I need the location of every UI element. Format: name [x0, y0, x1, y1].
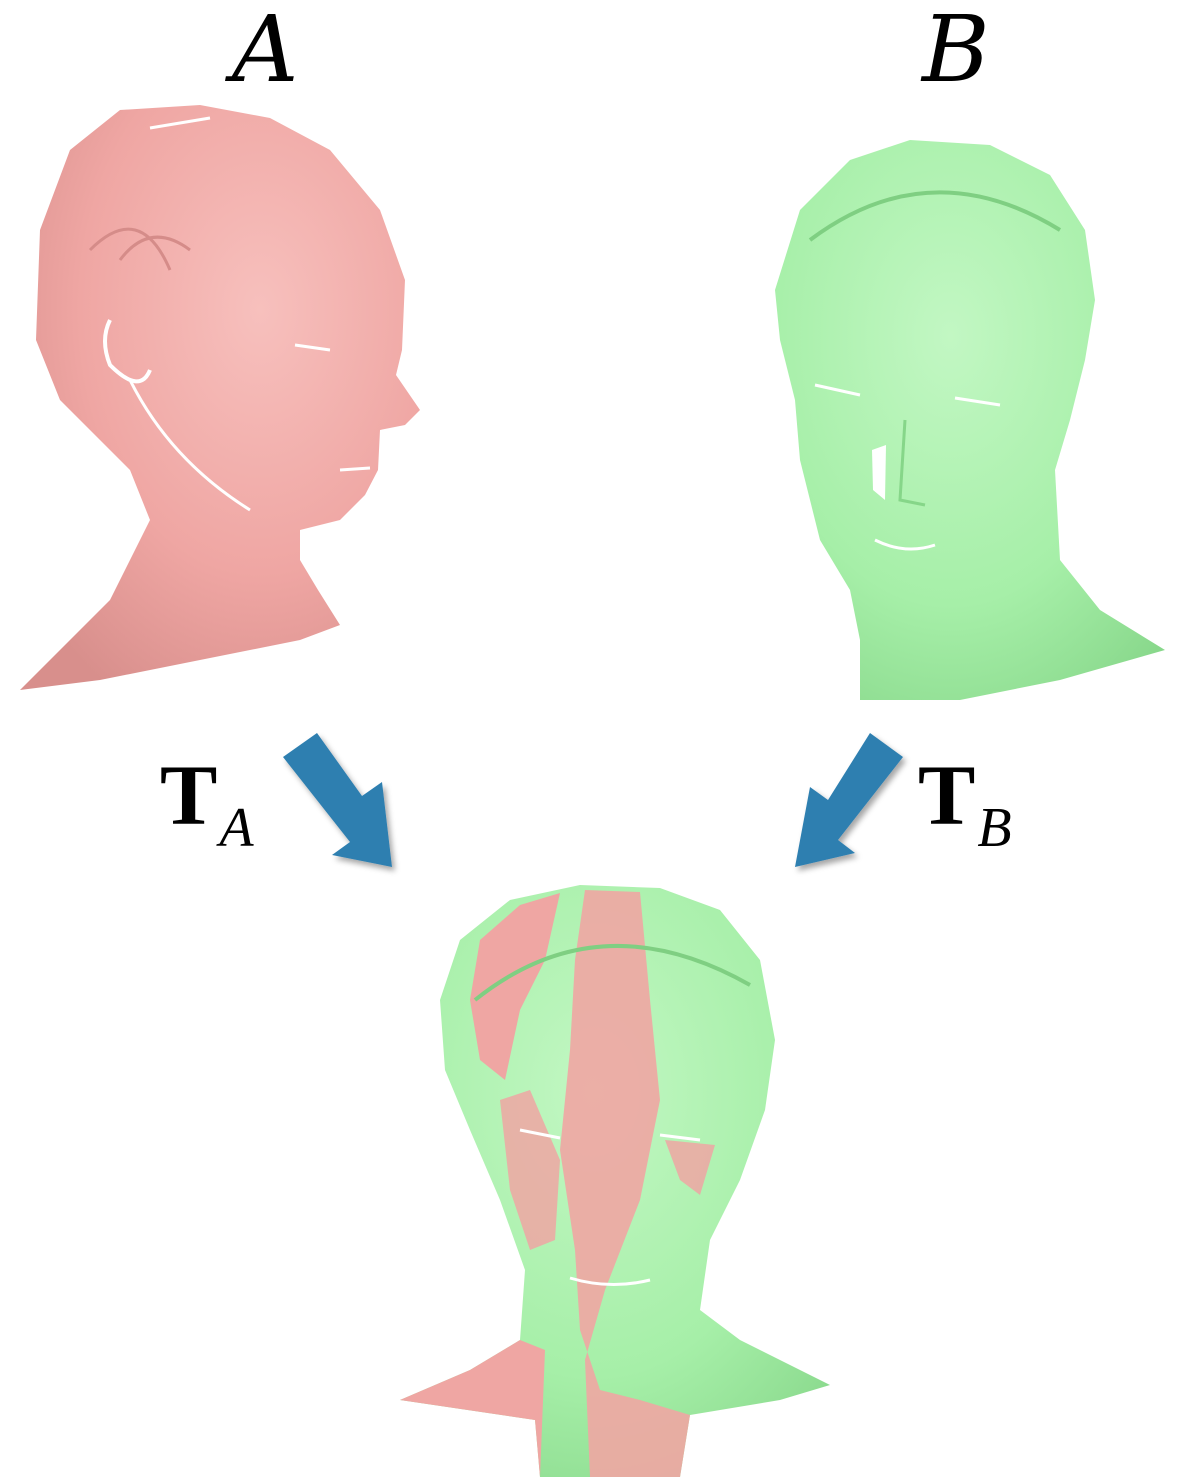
- merged-mesh-pink-left-shoulder: [400, 1340, 545, 1477]
- arrow-a-shape: [283, 733, 392, 867]
- arrow-b-shape: [795, 733, 903, 867]
- arrow-transform-b: [795, 733, 903, 867]
- mesh-a-mouth-detail: [340, 468, 370, 470]
- merged-mesh: [400, 885, 830, 1477]
- mesh-a-surface: [20, 105, 420, 690]
- mesh-a: [20, 105, 420, 690]
- arrow-transform-a: [283, 733, 392, 867]
- mesh-b: [775, 140, 1165, 700]
